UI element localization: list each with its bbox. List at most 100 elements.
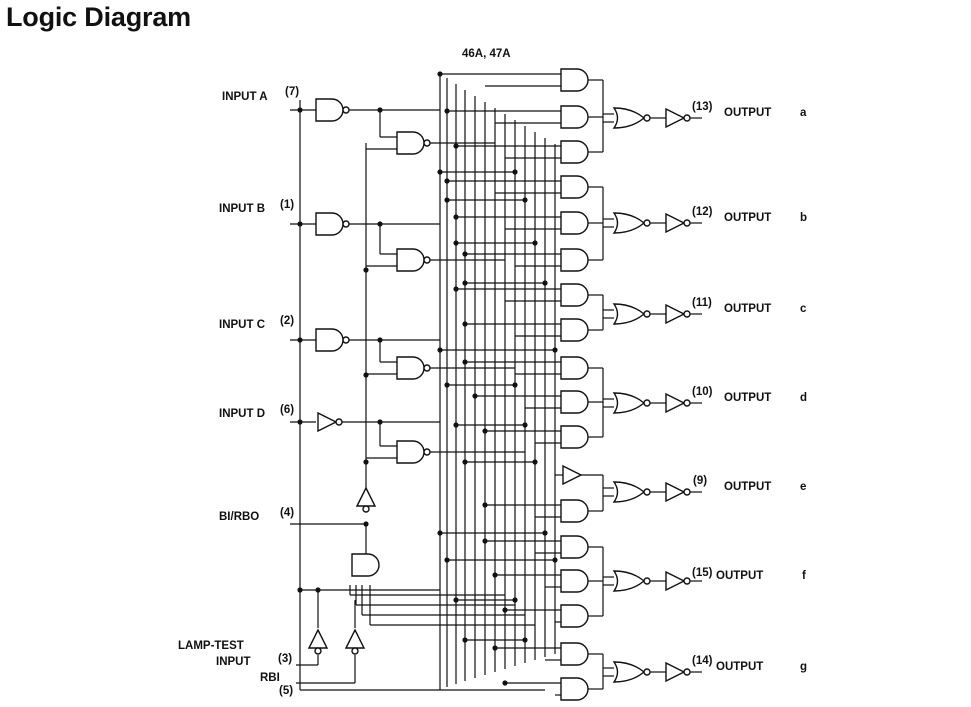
bi-rbo-pin: (4)	[280, 507, 294, 519]
junction-dot	[492, 572, 498, 578]
output-nor-6	[612, 661, 646, 683]
junction-dot	[462, 251, 468, 257]
output-inverter-2-bubble	[683, 310, 691, 318]
output-f-label: OUTPUT	[716, 570, 763, 582]
blanking-and	[351, 553, 380, 577]
output-inverter-6	[665, 661, 686, 683]
output-c-label: OUTPUT	[724, 303, 771, 315]
junction-dot	[522, 197, 528, 203]
junction-dot	[502, 680, 508, 686]
input-a-pin: (7)	[285, 86, 299, 98]
input-b-pin: (1)	[280, 199, 294, 211]
junction-dot	[472, 393, 478, 399]
output-c-segment: c	[800, 303, 807, 315]
junction-dot	[297, 107, 303, 113]
complement-nand-2-bubble	[423, 364, 431, 372]
decode-and-4-1	[560, 499, 589, 523]
junction-dot	[542, 530, 548, 536]
junction-dot	[512, 169, 518, 175]
input-nand-2	[315, 328, 344, 352]
junction-dot	[377, 221, 383, 227]
decode-and-0-0	[560, 68, 589, 92]
junction-dot	[444, 382, 450, 388]
decode-and-5-2	[560, 604, 589, 628]
junction-dot	[462, 359, 468, 365]
output-e-label: OUTPUT	[724, 481, 771, 493]
junction-dot	[377, 419, 383, 425]
junction-dot	[297, 337, 303, 343]
device-label: 46A, 47A	[462, 48, 511, 60]
gates	[307, 68, 691, 701]
output-b-label: OUTPUT	[724, 212, 771, 224]
junction-dot	[453, 214, 459, 220]
decode-and-5-0	[560, 535, 589, 559]
output-nor-5	[612, 570, 646, 592]
blanking-buffer-bubble	[362, 505, 370, 513]
output-e-segment: e	[800, 481, 806, 493]
decode-and-0-1	[560, 105, 589, 129]
output-nor-6-bubble	[643, 668, 651, 676]
output-inverter-6-bubble	[683, 668, 691, 676]
decode-and-1-0	[560, 175, 589, 199]
blanking-buffer	[355, 486, 377, 507]
output-e: (9) OUTPUT e	[693, 475, 806, 493]
decode-and-2-1	[560, 318, 589, 342]
output-b-pin: (12)	[692, 206, 713, 218]
output-g: (14) OUTPUT g	[692, 655, 807, 673]
junction-dot	[522, 422, 528, 428]
lamp-test-buffer	[307, 628, 329, 649]
junction-dot	[542, 280, 548, 286]
junction-dot	[502, 607, 508, 613]
output-nor-5-bubble	[643, 577, 651, 585]
output-d-pin: (10)	[692, 386, 713, 398]
junction-dot	[522, 637, 528, 643]
junction-dot	[453, 422, 459, 428]
junction-dot	[482, 538, 488, 544]
rbi-label: RBI	[260, 672, 280, 684]
bi-rbo-label: BI/RBO	[219, 511, 259, 523]
junction-dot	[532, 459, 538, 465]
complement-nand-1-bubble	[423, 256, 431, 264]
decode-buffer-4	[562, 464, 583, 486]
output-nor-3-bubble	[643, 399, 651, 407]
junction-dot	[444, 108, 450, 114]
output-a: (13) OUTPUT a	[692, 101, 807, 119]
rbi-buffer-bubble	[351, 647, 359, 655]
output-a-segment: a	[800, 107, 807, 119]
output-nor-1-bubble	[643, 219, 651, 227]
decode-and-5-1	[560, 569, 589, 593]
complement-nand-2	[396, 356, 425, 380]
input-d-inverter	[317, 411, 338, 433]
decode-and-3-1	[560, 390, 589, 414]
junction-dot	[453, 597, 459, 603]
lamp-test-label: LAMP-TEST	[178, 640, 244, 652]
junction-dot	[453, 240, 459, 246]
output-inverter-4	[665, 481, 686, 503]
junction-dot	[297, 587, 303, 593]
labels: 46A, 47A INPUT A (7) INPUT B (1) INPUT C…	[178, 48, 807, 697]
output-nor-4	[612, 481, 646, 503]
output-g-segment: g	[800, 661, 807, 673]
output-inverter-3-bubble	[683, 399, 691, 407]
junction-dot	[512, 597, 518, 603]
input-nand-1-bubble	[342, 220, 350, 228]
input-nand-2-bubble	[342, 336, 350, 344]
output-d-label: OUTPUT	[724, 392, 771, 404]
complement-nand-3-bubble	[423, 448, 431, 456]
output-b-segment: b	[800, 212, 807, 224]
output-inverter-0-bubble	[683, 114, 691, 122]
decode-and-6-1	[560, 677, 589, 701]
complement-nand-3	[396, 440, 425, 464]
junction-dot	[462, 280, 468, 286]
junction-dot	[512, 382, 518, 388]
input-nand-0-bubble	[342, 106, 350, 114]
input-nand-1	[315, 212, 344, 236]
decode-and-3-0	[560, 356, 589, 380]
output-inverter-4-bubble	[683, 488, 691, 496]
junction-dot	[363, 267, 369, 273]
junction-dot	[453, 286, 459, 292]
junction-dot	[462, 459, 468, 465]
junction-dot	[453, 143, 459, 149]
junction-dot	[444, 178, 450, 184]
